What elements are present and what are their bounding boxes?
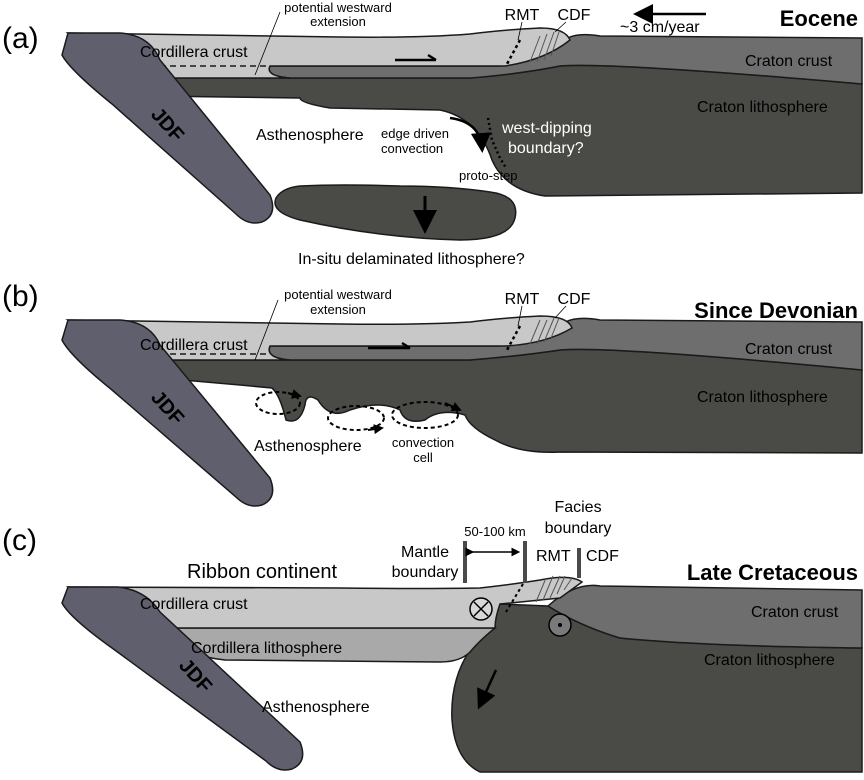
edge-convection-label-2: convection — [381, 141, 443, 156]
lithosphere-motion-arrow — [477, 669, 498, 710]
rmt-leader — [517, 21, 523, 41]
cdf-label: CDF — [586, 548, 619, 565]
extension-leader — [254, 11, 281, 76]
rmt-dotted-line — [505, 325, 522, 351]
cdf-label: CDF — [558, 7, 591, 24]
ribbon-continent-label: Ribbon continent — [187, 561, 338, 583]
delaminated-label: In-situ delaminated lithosphere? — [298, 251, 525, 268]
craton-crust-label: Craton crust — [751, 604, 839, 621]
craton-lithosphere-label: Craton lithosphere — [704, 652, 835, 669]
craton-lithosphere-label: Craton lithosphere — [697, 389, 828, 406]
rmt-label: RMT — [505, 7, 540, 24]
facies-label-2: boundary — [545, 520, 612, 537]
edge-convection-label-1: edge driven — [381, 126, 449, 141]
convection-cell-2 — [327, 405, 385, 431]
extension-label-1: potential westward — [284, 287, 392, 302]
jdf-slab — [61, 586, 304, 771]
extension-label-1: potential westward — [284, 0, 392, 15]
panel-c-title: Late Cretaceous — [687, 560, 858, 585]
rmt-leader — [517, 305, 523, 327]
panel-a-title: Eocene — [780, 6, 858, 31]
cdf-label: CDF — [558, 291, 591, 308]
edge-convection-arrow — [449, 116, 491, 153]
convection-arrow-1 — [287, 389, 302, 399]
rate-label: ~3 cm/year — [620, 19, 700, 36]
craton-lithosphere-label: Craton lithosphere — [697, 99, 828, 116]
panel-c-letter: (c) — [2, 524, 37, 557]
fault-hatching — [529, 317, 560, 345]
out-of-page-dot — [558, 623, 562, 627]
extension-leader — [254, 299, 279, 361]
proto-step-label: proto-step — [459, 168, 518, 183]
panel-a: (a) Eocene JDF potential westward e — [2, 0, 863, 268]
asthenosphere-label: Asthenosphere — [262, 699, 370, 716]
slip-arrow-half-head — [427, 53, 437, 62]
convection-cell-label-2: cell — [413, 450, 433, 465]
delaminated-lithosphere-blob — [274, 184, 517, 241]
cordillera-crust-layer — [65, 315, 573, 361]
rmt-label: RMT — [505, 291, 540, 308]
mantle-boundary-marker — [463, 541, 467, 583]
cdf-leader — [554, 305, 567, 319]
craton-crust-label: Craton crust — [745, 53, 833, 70]
craton-crust-label: Craton crust — [745, 341, 833, 358]
extension-label-2: extension — [310, 302, 366, 317]
convection-cell-1 — [255, 391, 301, 415]
cordillera-crust-label: Cordillera crust — [140, 44, 248, 61]
cdf-boundary-marker — [577, 548, 581, 578]
convection-arrow-2 — [367, 424, 384, 435]
asthenosphere-label: Asthenosphere — [256, 127, 364, 144]
west-dipping-label-2: boundary? — [508, 140, 584, 157]
fault-hatching — [535, 575, 573, 603]
slip-arrow-half-head — [401, 341, 411, 350]
facies-label-1: Facies — [554, 499, 601, 516]
proto-step-dotted — [486, 117, 508, 169]
convection-arrow-3 — [444, 402, 462, 412]
panel-b-title: Since Devonian — [694, 298, 858, 323]
cordillera-lithosphere-label: Cordillera lithosphere — [191, 640, 342, 657]
panel-b: (b) Since Devonian JDF potential westwar… — [2, 280, 863, 507]
jdf-slab — [61, 32, 274, 224]
panel-a-letter: (a) — [2, 22, 39, 55]
mantle-label-1: Mantle — [401, 544, 449, 561]
panel-b-letter: (b) — [2, 280, 39, 313]
convection-cell-label-1: convection — [392, 435, 454, 450]
distance-label: 50-100 km — [464, 524, 525, 539]
convection-cell-3 — [391, 401, 459, 429]
into-page-cross-2 — [473, 601, 489, 617]
rmt-label: RMT — [536, 548, 571, 565]
asthenosphere-label: Asthenosphere — [254, 438, 362, 455]
craton-crust-layer — [546, 584, 863, 649]
jdf-slab — [61, 319, 274, 507]
cordillera-crust-label: Cordillera crust — [140, 596, 248, 613]
rmt-dotted-line — [505, 39, 522, 65]
west-dipping-label-1: west-dipping — [501, 120, 592, 137]
cdf-leader — [554, 21, 567, 33]
panel-c: (c) Late Cretaceous JDF 50-100 km Facies — [2, 499, 863, 773]
facies-boundary-marker — [523, 541, 527, 583]
fault-hatching — [529, 31, 560, 63]
mantle-label-2: boundary — [392, 564, 459, 581]
cordillera-crust-label: Cordillera crust — [140, 337, 248, 354]
extension-label-2: extension — [310, 14, 366, 29]
